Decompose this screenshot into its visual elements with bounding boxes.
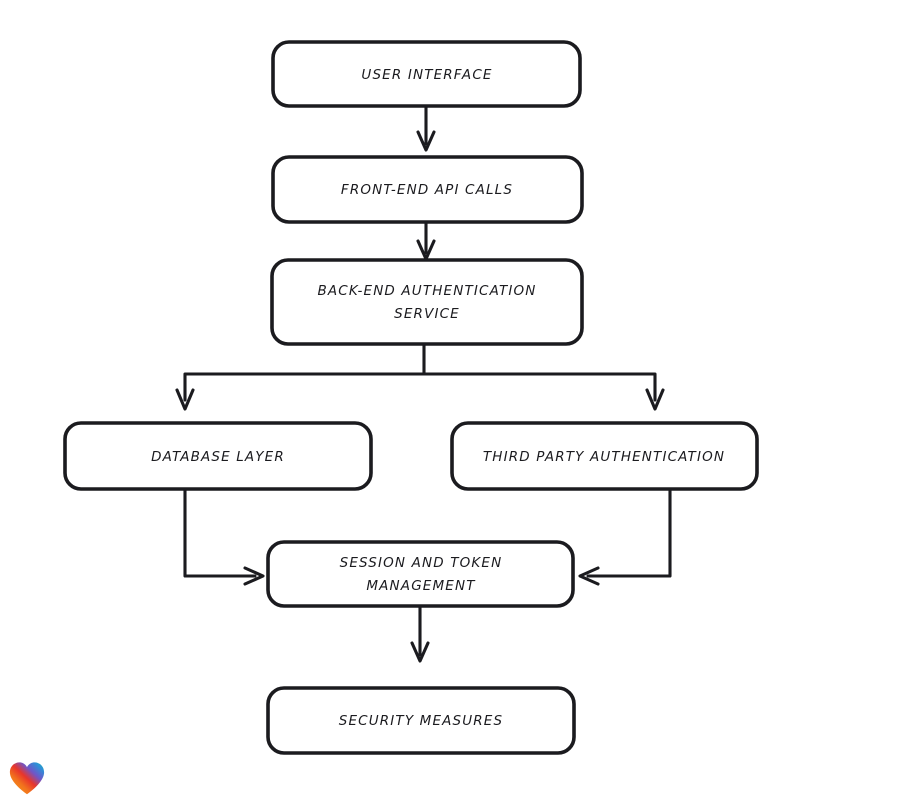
node-session-and-token-management[interactable]: SESSION AND TOKEN MANAGEMENT (266, 540, 575, 608)
edge-back-end-authentication-service-to-third-party-authentication (422, 372, 665, 411)
node-database-layer-shape (63, 421, 373, 491)
edge-database-layer-to-session-and-token-management (183, 488, 265, 586)
node-security-measures[interactable]: SECURITY MEASURES (266, 686, 576, 755)
node-user-interface-shape (271, 40, 582, 108)
heart-icon (9, 762, 45, 795)
node-third-party-authentication-label: THIRD PARTY AUTHENTICATION (483, 449, 725, 465)
edge-front-end-api-calls-to-back-end-authentication-service (416, 220, 436, 261)
node-session-and-token-management-label-line1: SESSION AND TOKEN (340, 555, 503, 571)
node-security-measures-shape (266, 686, 576, 755)
node-database-layer[interactable]: DATABASE LAYER (63, 421, 373, 491)
node-database-layer-label: DATABASE LAYER (151, 449, 285, 465)
node-third-party-authentication[interactable]: THIRD PARTY AUTHENTICATION (450, 421, 759, 491)
edge-third-party-authentication-to-session-and-token-management (578, 488, 672, 586)
edge-session-and-token-management-to-security-measures (410, 604, 430, 663)
node-session-and-token-management-shape (266, 540, 575, 608)
edge-back-end-authentication-service-to-database-layer (175, 342, 426, 411)
node-security-measures-label: SECURITY MEASURES (339, 713, 503, 729)
node-user-interface[interactable]: USER INTERFACE (271, 40, 582, 108)
node-front-end-api-calls-shape (271, 155, 584, 224)
node-session-and-token-management-label-line2: MANAGEMENT (366, 578, 476, 594)
node-front-end-api-calls[interactable]: FRONT-END API CALLS (271, 155, 584, 224)
node-front-end-api-calls-label: FRONT-END API CALLS (341, 182, 513, 198)
node-user-interface-label: USER INTERFACE (361, 67, 492, 83)
node-back-end-authentication-service-shape (270, 258, 584, 346)
edge-user-interface-to-front-end-api-calls (416, 104, 436, 152)
node-back-end-authentication-service[interactable]: BACK-END AUTHENTICATION SERVICE (270, 258, 584, 346)
node-third-party-authentication-shape (450, 421, 759, 491)
node-back-end-authentication-service-label-line1: BACK-END AUTHENTICATION (317, 283, 536, 299)
node-back-end-authentication-service-label-line2: SERVICE (394, 306, 460, 322)
